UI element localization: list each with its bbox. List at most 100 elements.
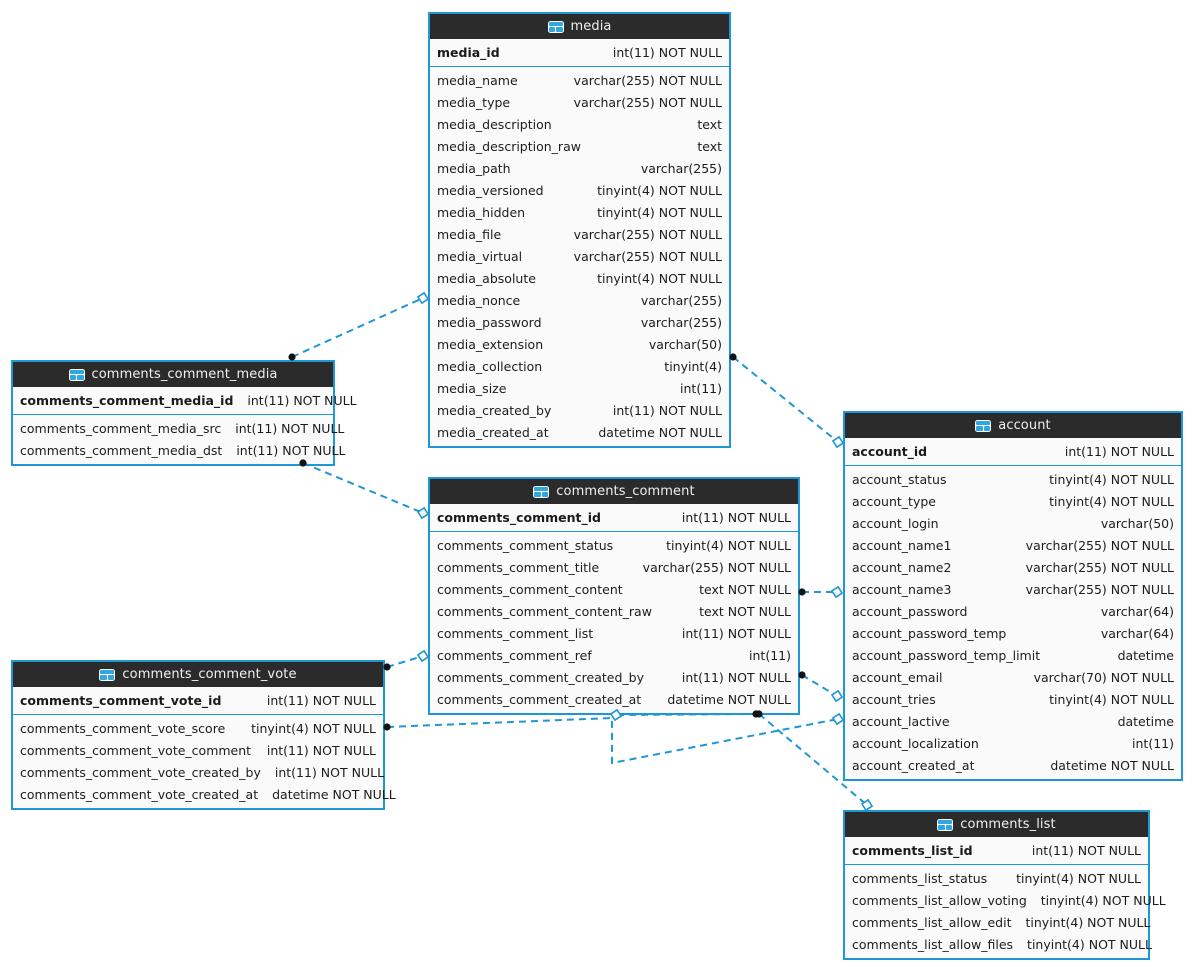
column-type: datetime (1117, 647, 1174, 663)
column-name: account_name1 (852, 537, 952, 553)
column-name: account_lactive (852, 713, 950, 729)
column-type: int(11) NOT NULL (681, 510, 791, 525)
column-type: varchar(255) (640, 314, 722, 330)
column-name: media_hidden (437, 204, 526, 220)
column-row[interactable]: media_virtual varchar(255) NOT NULL (430, 245, 729, 267)
relationship-comments_comment_media-to-media[interactable] (291, 297, 424, 358)
table-header-comments_comment_vote[interactable]: comments_comment_vote (13, 662, 383, 687)
column-type: varchar(255) NOT NULL (573, 248, 722, 264)
table-header-comments_comment[interactable]: comments_comment (430, 479, 798, 504)
column-type: datetime NOT NULL (667, 691, 791, 707)
table-title: account (998, 418, 1051, 433)
column-type: int(11) NOT NULL (274, 764, 385, 780)
relationship-media-to-account[interactable] (732, 356, 839, 443)
column-type: varchar(255) NOT NULL (1025, 537, 1174, 553)
column-type: int(11) NOT NULL (681, 669, 791, 685)
column-name: comments_comment_created_at (437, 691, 642, 707)
column-type: tinyint(4) NOT NULL (597, 204, 722, 220)
column-name: media_virtual (437, 248, 523, 264)
column-name: account_status (852, 471, 947, 487)
relationship-comments_comment_media-to-comments_comment[interactable] (302, 462, 424, 514)
table-title: comments_comment_vote (122, 667, 297, 682)
column-name: comments_comment_media_src (20, 420, 222, 436)
table-comments_comment_vote[interactable]: comments_comment_vote comments_comment_vo… (11, 660, 396, 810)
relationship-comments_comment_vote-to-comments_comment[interactable] (386, 655, 424, 668)
relationship-comments_comment-to-account[interactable] (801, 674, 838, 697)
column-type: tinyint(4) NOT NULL (1049, 691, 1174, 707)
column-type: int(11) NOT NULL (612, 45, 722, 60)
relationship-comments_comment_vote-to-account[interactable] (386, 716, 839, 765)
column-name: media_description_raw (437, 138, 581, 154)
column-name: comments_comment_vote_created_by (20, 764, 261, 780)
column-row[interactable]: account_name1 varchar(255) NOT NULL (845, 534, 1181, 556)
column-name: comments_list_status (852, 870, 988, 886)
table-header-comments_comment_media[interactable]: comments_comment_media (13, 362, 333, 387)
column-type: int(11) NOT NULL (1064, 444, 1174, 459)
column-row[interactable]: comments_comment_vote_created_by int(11) … (13, 761, 385, 783)
column-row[interactable]: media_hidden tinyint(4) NOT NULL (430, 201, 729, 223)
column-name: account_type (852, 493, 936, 509)
column-row[interactable]: comments_comment_created_at datetime NOT … (430, 688, 798, 710)
table-header-account[interactable]: account (845, 413, 1181, 438)
column-type: varchar(255) (640, 292, 722, 308)
table-header-media[interactable]: media (430, 14, 729, 39)
table-header-comments_list[interactable]: comments_list (845, 812, 1148, 837)
